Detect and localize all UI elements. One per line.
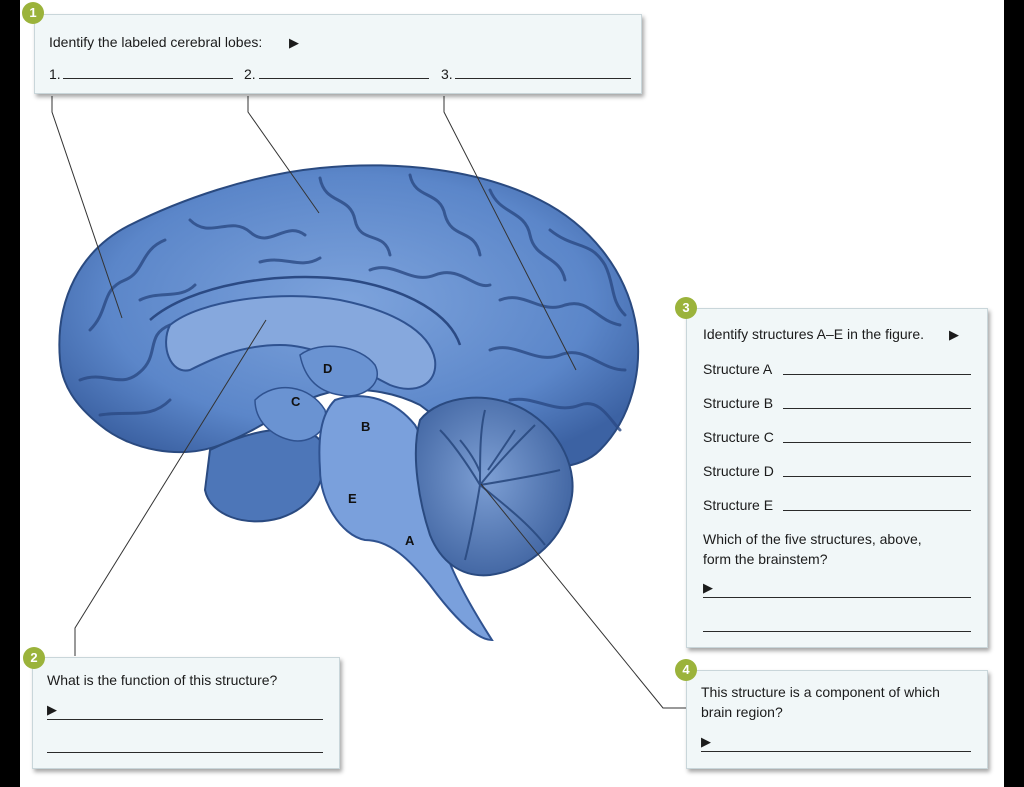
brain-figure: D C B E A bbox=[51, 96, 686, 709]
structure-e-label: Structure E bbox=[703, 497, 774, 513]
lobe-3-number: 3. bbox=[441, 66, 453, 82]
leader-structure-4 bbox=[480, 483, 686, 709]
lobe-2-answer-field[interactable] bbox=[259, 78, 429, 79]
label-C: C bbox=[291, 394, 301, 409]
arbor-vitae bbox=[439, 409, 561, 561]
lobe-3-answer-field[interactable] bbox=[455, 78, 631, 79]
question-1-box: Identify the labeled cerebral lobes: ▶ 1… bbox=[34, 14, 642, 94]
question-4-box: This structure is a component of which b… bbox=[686, 670, 988, 769]
question-1-prompt: Identify the labeled cerebral lobes: bbox=[49, 34, 263, 50]
label-E: E bbox=[348, 491, 357, 506]
brainstem-question-line1: Which of the five structures, above, bbox=[703, 531, 922, 547]
structure-d-label: Structure D bbox=[703, 463, 774, 479]
badge-4: 4 bbox=[675, 659, 697, 681]
worksheet-page: D C B E A Identify the labeled cerebral … bbox=[20, 0, 1004, 787]
arrow-icon: ▶ bbox=[47, 702, 57, 717]
badge-2: 2 bbox=[23, 647, 45, 669]
structure-2-answer-field-1[interactable] bbox=[47, 719, 323, 720]
leader-lobe-1 bbox=[51, 96, 123, 319]
leader-lobe-3 bbox=[443, 96, 577, 371]
lobe-1-number: 1. bbox=[49, 66, 61, 82]
structure-a-answer-field[interactable] bbox=[783, 374, 971, 375]
label-D: D bbox=[323, 361, 332, 376]
structure-a-label: Structure A bbox=[703, 361, 773, 377]
question-3-prompt: Identify structures A–E in the figure. bbox=[703, 326, 925, 342]
label-A: A bbox=[405, 533, 415, 548]
badge-1: 1 bbox=[22, 2, 44, 24]
arrow-icon: ▶ bbox=[703, 580, 713, 595]
structure-d-answer-field[interactable] bbox=[783, 476, 971, 477]
brain-region-answer-field[interactable] bbox=[701, 751, 971, 752]
question-2-prompt: What is the function of this structure? bbox=[47, 672, 278, 688]
question-3-box: Identify structures A–E in the figure. ▶… bbox=[686, 308, 988, 648]
thalamus bbox=[299, 345, 378, 397]
leader-lines bbox=[51, 96, 686, 709]
leader-lobe-2 bbox=[247, 96, 320, 214]
question-4-prompt-line2: brain region? bbox=[701, 704, 783, 720]
brainstem-question-line2: form the brainstem? bbox=[703, 551, 828, 567]
arrow-icon: ▶ bbox=[289, 35, 299, 50]
structure-b-answer-field[interactable] bbox=[783, 408, 971, 409]
structure-2-answer-field-2[interactable] bbox=[47, 752, 323, 753]
structure-b-label: Structure B bbox=[703, 395, 774, 411]
arrow-icon: ▶ bbox=[701, 734, 711, 749]
label-B: B bbox=[361, 419, 370, 434]
leader-structure-2 bbox=[74, 319, 267, 656]
gyri bbox=[78, 173, 627, 432]
lobe-1-answer-field[interactable] bbox=[63, 78, 233, 79]
structure-c-label: Structure C bbox=[703, 429, 774, 445]
brainstem-answer-field-2[interactable] bbox=[703, 631, 971, 632]
structure-c-answer-field[interactable] bbox=[783, 442, 971, 443]
arrow-icon: ▶ bbox=[949, 327, 959, 342]
brainstem-answer-field-1[interactable] bbox=[703, 597, 971, 598]
question-2-box: What is the function of this structure? … bbox=[32, 657, 340, 769]
question-4-prompt-line1: This structure is a component of which bbox=[701, 684, 940, 700]
badge-3: 3 bbox=[675, 297, 697, 319]
lobe-2-number: 2. bbox=[244, 66, 256, 82]
structure-e-answer-field[interactable] bbox=[783, 510, 971, 511]
